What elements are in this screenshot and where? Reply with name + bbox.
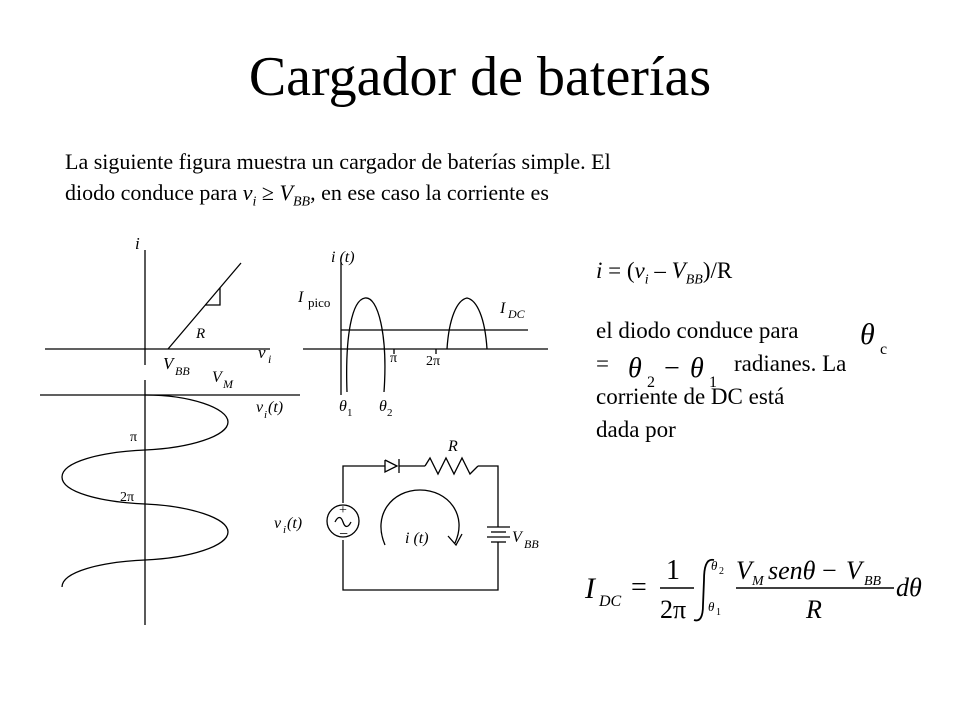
svg-text:2: 2 [387,407,393,419]
svg-text:i: i [268,352,271,366]
svg-text:senθ: senθ [768,556,816,585]
current-pi-label: π [390,351,397,366]
source-label: v [274,515,282,532]
resistor-symbol [424,456,479,476]
svg-text:−: − [339,526,348,543]
svg-text:c: c [880,341,887,358]
ac-source-symbol [326,504,360,538]
svg-text:DC: DC [507,307,526,321]
svg-text:R: R [805,595,822,624]
svg-text:i: i [283,524,286,536]
slope-triangle [205,288,221,306]
svg-text:i: i [264,409,267,421]
svg-text:1: 1 [666,555,680,586]
intro-paragraph: La siguiente figura muestra un cargador … [65,146,845,217]
svg-text:BB: BB [175,364,190,378]
intro-line-1: La siguiente figura muestra un cargador … [65,149,611,174]
svg-text:=: = [631,572,647,603]
conduction-text: el diodo conduce para =radianes. La corr… [596,314,856,446]
current-pulse-2 [446,297,488,350]
svg-text:θ: θ [711,558,718,573]
svg-text:1: 1 [716,607,721,618]
idc-integral-formula: I DC = 1 2π θ 2 θ 1 V M senθ − V BB R dθ [584,555,922,624]
current-y-label: i (t) [331,249,355,266]
svg-text:I: I [584,572,597,605]
integral-sign [693,558,715,622]
svg-text:pico: pico [308,295,330,310]
voltage-sine-wave [61,394,229,588]
svg-text:2: 2 [719,566,724,577]
ipico-label: I [297,289,304,306]
svg-text:1: 1 [709,374,717,391]
resistor-label: R [447,438,458,455]
theta-difference: θ 2 − θ 1 [628,353,717,391]
current-formula: i = (vi – VBB)/R [596,258,733,288]
iv-characteristic-graph [45,250,270,365]
svg-text:V: V [736,556,755,585]
iv-vbb-label: V [163,354,176,373]
iv-y-label: i [135,234,140,253]
side-line-2: =radianes. La [596,351,847,376]
side-line-4: dada por [596,417,676,442]
svg-text:2π: 2π [660,595,686,624]
diode-symbol [384,459,399,474]
svg-text:DC: DC [598,593,622,610]
idc-label: I [499,300,506,317]
theta1-label: θ [339,398,347,415]
iv-slope-label: R [195,326,205,342]
svg-text:M: M [222,377,234,391]
vi-t-label: v [256,399,264,416]
svg-text:(t): (t) [268,399,283,416]
battery-symbol [487,526,510,543]
side-line-1: el diodo conduce para [596,318,799,343]
side-line-3: corriente de DC está [596,384,785,409]
svg-text:1: 1 [347,407,353,419]
voltage-waveform-graph [40,380,300,625]
theta-c-symbol: θ c [860,318,887,358]
loop-current-label: i (t) [405,530,429,547]
intro-line-2: diodo conduce para vi ≥ VBB, en ese caso… [65,180,549,210]
svg-text:BB: BB [864,574,882,589]
voltage-2pi-label: 2π [120,490,134,505]
svg-text:+: + [339,503,347,518]
voltage-pi-label: π [130,430,137,445]
svg-text:−: − [822,556,837,585]
theta2-label: θ [379,398,387,415]
svg-text:θ: θ [860,318,875,351]
svg-text:(t): (t) [287,515,302,532]
svg-text:−: − [664,353,680,384]
current-2pi-label: 2π [426,354,440,369]
svg-text:θ: θ [708,599,715,614]
svg-text:θ: θ [628,353,642,384]
svg-text:2: 2 [647,374,655,391]
svg-text:M: M [751,574,765,589]
charger-circuit [326,456,510,591]
battery-label: V [512,529,524,546]
vm-label: V [212,369,224,386]
iv-slope-line [167,262,242,350]
svg-text:dθ: dθ [896,573,922,602]
svg-text:θ: θ [690,353,704,384]
iv-x-label: v [258,343,266,362]
current-loop-arrow [380,489,460,546]
page-title: Cargador de baterías [248,46,712,108]
circuit-wire [342,465,385,503]
current-waveform-graph [303,262,548,395]
current-pulse-1 [346,297,386,393]
svg-text:V: V [846,556,865,585]
svg-text:BB: BB [524,537,539,551]
